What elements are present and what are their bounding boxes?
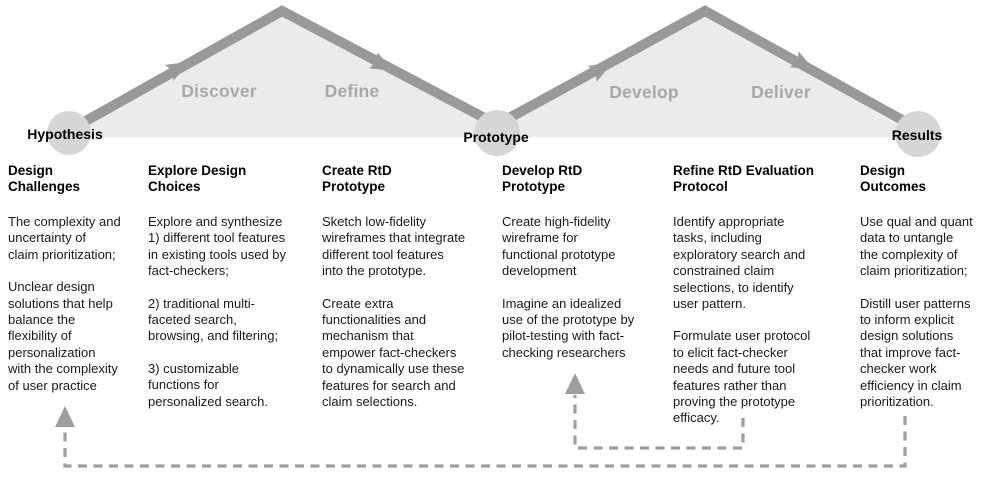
column-paragraph: Formulate user protocol to elicit fact-c… [673, 328, 811, 426]
column-paragraph: Sketch low-fidelity wireframes that inte… [322, 214, 466, 279]
phase-label-discover: Discover [181, 81, 257, 101]
column-heading: Design Outcomes [860, 163, 927, 194]
column-explore-design-choices: Explore Design Choices Explore and synth… [148, 163, 312, 426]
column-paragraph: Create high-fidelity wireframe for funct… [502, 214, 616, 279]
column-develop-rtd-prototype: Develop RtD Prototype Create high-fideli… [502, 163, 654, 377]
column-heading: Design Challenges [8, 163, 81, 194]
column-heading: Explore Design Choices [148, 163, 247, 194]
double-diamond-fill [69, 11, 918, 137]
arrow-up-right-icon [164, 61, 190, 81]
column-paragraph: Distill user patterns to inform explicit… [860, 295, 971, 410]
column-paragraph: Use qual and quant data to untangle the … [860, 214, 973, 279]
column-paragraph: 3) customizable functions for personaliz… [148, 360, 268, 409]
zigzag-line-right [497, 5, 916, 131]
column-paragraph: Unclear design solutions that help balan… [8, 279, 118, 393]
results-node-circle [895, 111, 941, 157]
column-paragraph: Explore and synthesize 1) different tool… [148, 214, 287, 279]
arrow-up-icon [55, 406, 75, 427]
milestone-label-prototype: Prototype [463, 129, 529, 145]
milestone-label-hypothesis: Hypothesis [27, 126, 103, 142]
prototype-node-circle [474, 110, 520, 156]
arrow-up-right-icon [587, 62, 613, 82]
column-paragraph: Identify appropriate tasks, including ex… [673, 214, 806, 312]
phase-label-develop: Develop [609, 82, 679, 102]
column-heading: Develop RtD Prototype [502, 163, 583, 194]
arrow-down-right-icon [789, 51, 815, 71]
phase-label-deliver: Deliver [751, 82, 811, 102]
feedback-arrow-inner-path [573, 395, 745, 450]
phase-label-define: Define [324, 81, 380, 101]
arrow-down-right-icon [368, 52, 394, 72]
column-heading: Refine RtD Evaluation Protocol [673, 163, 815, 194]
column-create-rtd-prototype: Create RtD Prototype Sketch low-fidelity… [322, 163, 492, 426]
milestone-label-results: Results [891, 127, 943, 143]
column-paragraph: The complexity and uncertainty of claim … [8, 214, 121, 262]
column-refine-rtd-evaluation-protocol: Refine RtD Evaluation Protocol Identify … [673, 163, 843, 443]
column-heading: Create RtD Prototype [322, 163, 392, 194]
zigzag-line-left [81, 5, 497, 128]
column-paragraph: Imagine an idealized use of the prototyp… [502, 295, 635, 360]
column-design-outcomes: Design Outcomes Use qual and quant data … [860, 163, 994, 426]
arrow-up-icon [565, 373, 585, 394]
hypothesis-node-circle [47, 111, 91, 155]
column-design-challenges: Design Challenges The complexity and unc… [8, 163, 140, 410]
column-paragraph: Create extra functionalities and mechani… [322, 295, 465, 410]
feedback-arrow-outer-path [63, 416, 907, 468]
column-paragraph: 2) traditional multi- faceted search, br… [148, 295, 279, 344]
